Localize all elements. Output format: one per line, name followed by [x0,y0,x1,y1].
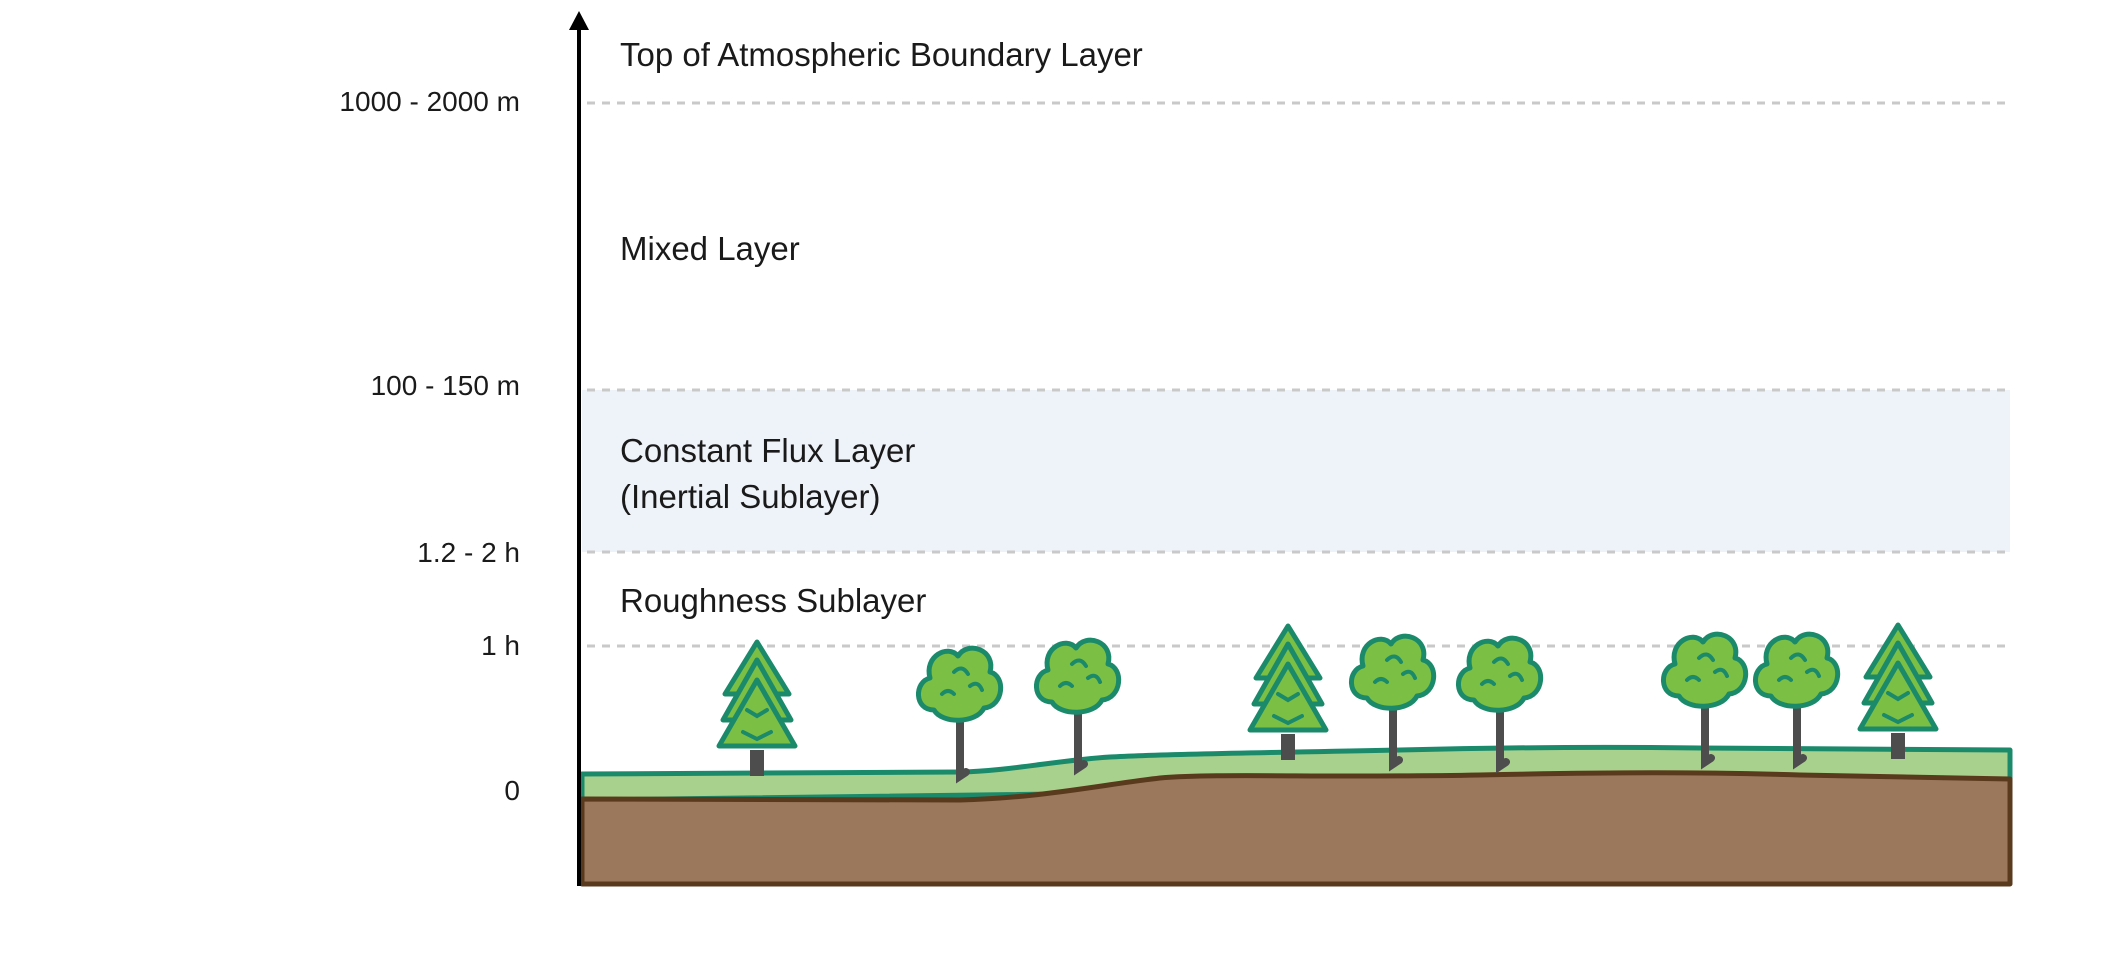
vegetation [716,622,1939,784]
layer-label-roughness: Roughness Sublayer [620,582,926,619]
deciduous-tree-icon [1661,631,1749,770]
tick-label-ground: 0 [504,775,520,806]
conifer-icon [716,639,798,776]
layer-label-abl-top: Top of Atmospheric Boundary Layer [620,36,1143,73]
layer-label-flux-line2: (Inertial Sublayer) [620,478,880,515]
tick-label-canopy: 1 h [481,630,520,661]
axis-arrow-icon [569,11,589,30]
deciduous-tree-icon [1034,637,1122,776]
layer-label-flux-line1: Constant Flux Layer [620,432,915,469]
conifer-icon [1857,622,1939,759]
constant-flux-band [582,390,2010,552]
deciduous-tree-icon [1456,635,1544,774]
deciduous-tree-icon [916,645,1004,784]
conifer-icon [1247,623,1329,760]
tick-label-flux-top: 1.2 - 2 h [417,537,520,568]
deciduous-tree-icon [1753,631,1841,770]
layer-label-mixed: Mixed Layer [620,230,800,267]
tick-label-abl-top: 1000 - 2000 m [339,86,520,117]
tick-label-mixed-top: 100 - 150 m [371,370,520,401]
deciduous-tree-icon [1349,633,1437,772]
soil [579,770,2013,887]
